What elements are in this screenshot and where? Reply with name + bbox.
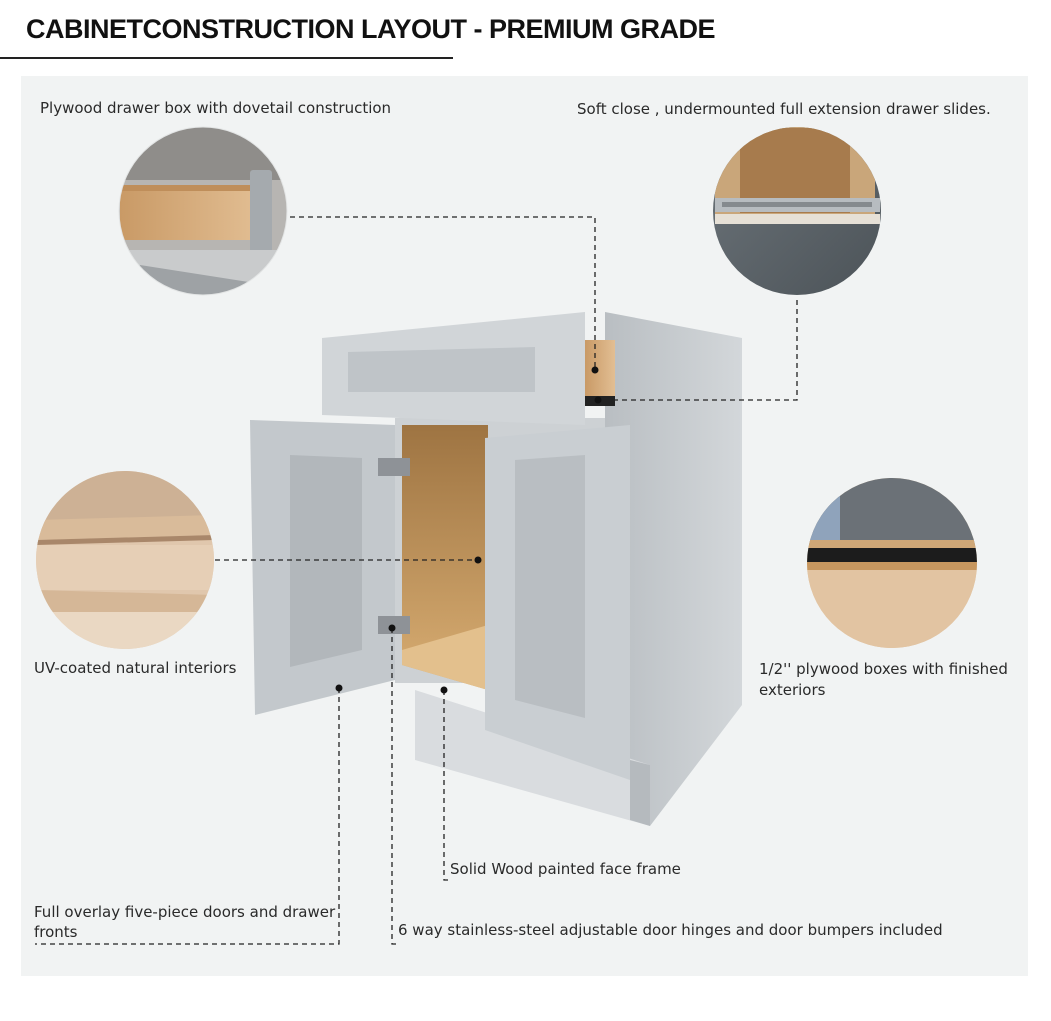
page-title: CABINETCONSTRUCTION LAYOUT - PREMIUM GRA… xyxy=(26,14,716,44)
interiors-caption: UV-coated natural interiors xyxy=(34,659,237,677)
leader-dots xyxy=(335,366,602,694)
doors-caption-line2: fronts xyxy=(34,923,78,941)
plywood-box-photo xyxy=(807,478,977,648)
drawer-box-photo xyxy=(119,127,287,295)
base-cabinet xyxy=(250,312,742,826)
interior-shelves-photo xyxy=(36,471,214,649)
plywood-boxes-caption-line1: 1/2'' plywood boxes with finished xyxy=(759,660,1008,678)
plywood-boxes-caption-line2: exteriors xyxy=(759,681,826,699)
drawer-box-caption: Plywood drawer box with dovetail constru… xyxy=(40,99,392,117)
doors-caption-line1: Full overlay five-piece doors and drawer xyxy=(34,903,336,921)
hinges-caption: 6 way stainless-steel adjustable door hi… xyxy=(398,921,943,939)
face-frame-leader xyxy=(443,690,450,881)
doors-leader xyxy=(35,688,340,945)
leader-lines xyxy=(35,216,798,945)
drawer-slides-caption: Soft close , undermounted full extension… xyxy=(577,100,991,118)
drawer-slides-photo xyxy=(713,127,881,295)
drawer-slides-leader xyxy=(598,300,798,401)
title-underline xyxy=(0,57,453,59)
hinges-leader xyxy=(391,628,396,945)
drawer-box-leader xyxy=(290,216,596,368)
face-frame-caption: Solid Wood painted face frame xyxy=(450,860,681,878)
